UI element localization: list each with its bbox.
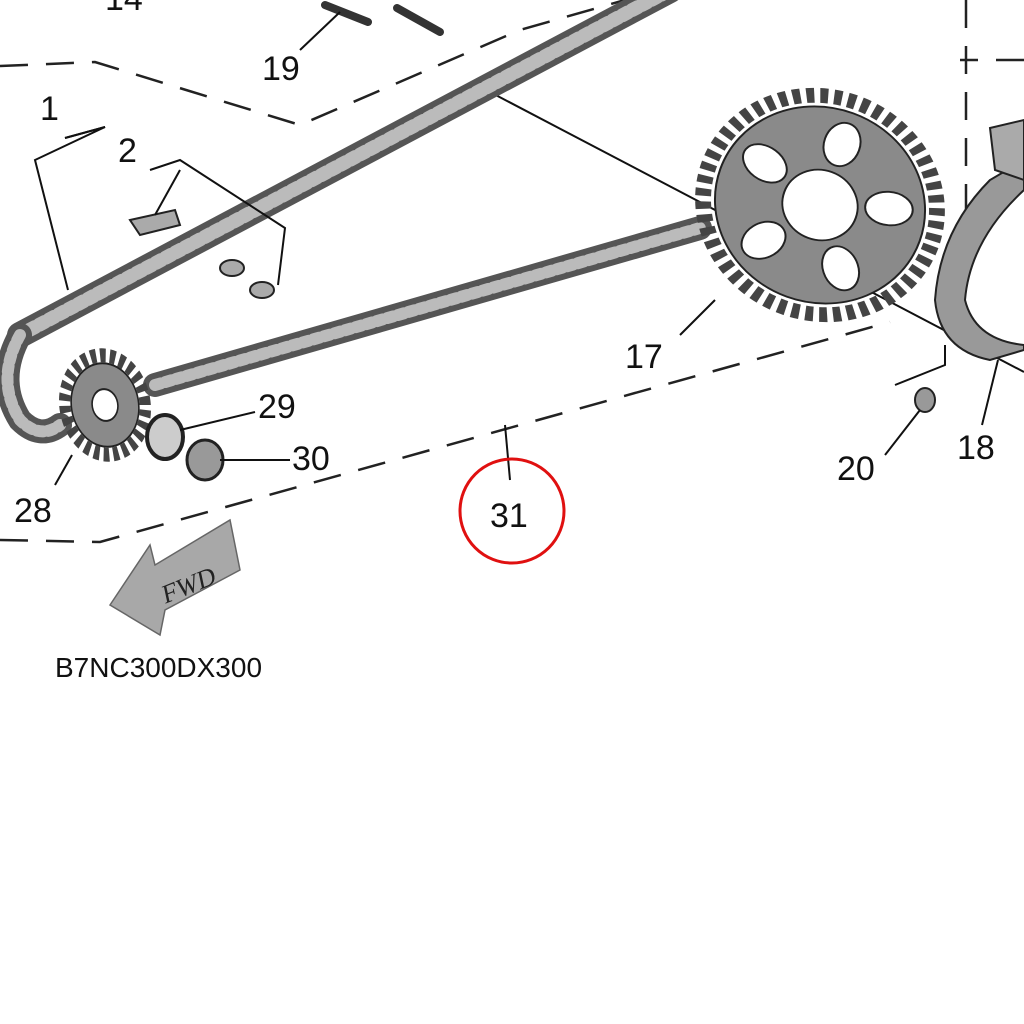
part-label-20: 20 [837, 450, 875, 488]
part-label-19: 19 [262, 50, 300, 88]
lock-washer [145, 413, 185, 461]
leader-lines [33, 11, 999, 486]
drive-chain [0, 0, 712, 444]
sprocket-nut [185, 438, 225, 482]
part-label-17: 17 [625, 338, 663, 376]
part-label-18: 18 [957, 429, 995, 467]
part-label-28: 28 [14, 492, 52, 530]
bolt [914, 387, 936, 413]
master-link-parts [128, 208, 275, 299]
part-label-1: 1 [40, 90, 59, 128]
forward-arrow-icon: FWD [108, 518, 241, 637]
part-label-2: 2 [118, 132, 137, 170]
part-label-14: 14 [105, 0, 143, 18]
front-sprocket [59, 348, 151, 462]
wheel-hub [933, 118, 1024, 362]
diagram-code: B7NC300DX300 [55, 652, 262, 683]
part-label-31[interactable]: 31 [490, 497, 528, 535]
chain-pins [321, 1, 444, 36]
part-label-30: 30 [292, 440, 330, 478]
highlight-circle [458, 457, 566, 565]
part-label-29: 29 [258, 388, 296, 426]
rear-sprocket [695, 87, 945, 323]
